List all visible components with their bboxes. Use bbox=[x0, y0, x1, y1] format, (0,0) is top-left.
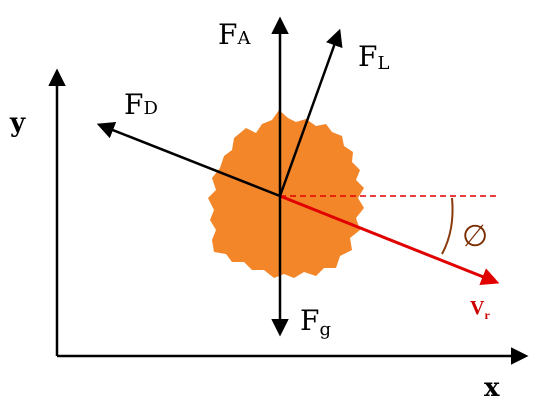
lift-force-label: FL bbox=[358, 40, 389, 74]
velocity-label-main: V bbox=[470, 297, 485, 319]
buoyancy-label-main: F bbox=[218, 18, 237, 51]
drag-label-sub: D bbox=[143, 98, 157, 119]
x-axis-label: x bbox=[484, 373, 500, 403]
y-axis-label: y bbox=[9, 108, 26, 138]
angle-arc bbox=[441, 197, 454, 255]
gravity-force-label: Fg bbox=[300, 304, 331, 340]
buoyancy-force-label: FA bbox=[218, 18, 251, 51]
lift-label-main: F bbox=[358, 40, 377, 73]
buoyancy-label-sub: A bbox=[236, 28, 251, 49]
drag-force-label: FD bbox=[124, 88, 158, 121]
drag-label-main: F bbox=[124, 88, 143, 121]
velocity-label: Vr bbox=[470, 297, 490, 322]
lift-force-arrow bbox=[278, 28, 343, 197]
gravity-label-main: F bbox=[300, 304, 319, 337]
velocity-label-sub: r bbox=[484, 308, 490, 322]
angle-phi-symbol: ∅ bbox=[462, 219, 488, 254]
velocity-arrow bbox=[279, 194, 500, 286]
gravity-label-sub: g bbox=[319, 319, 331, 340]
particle-shape bbox=[208, 110, 364, 278]
lift-label-sub: L bbox=[377, 53, 389, 74]
drag-force-arrow bbox=[96, 121, 281, 198]
